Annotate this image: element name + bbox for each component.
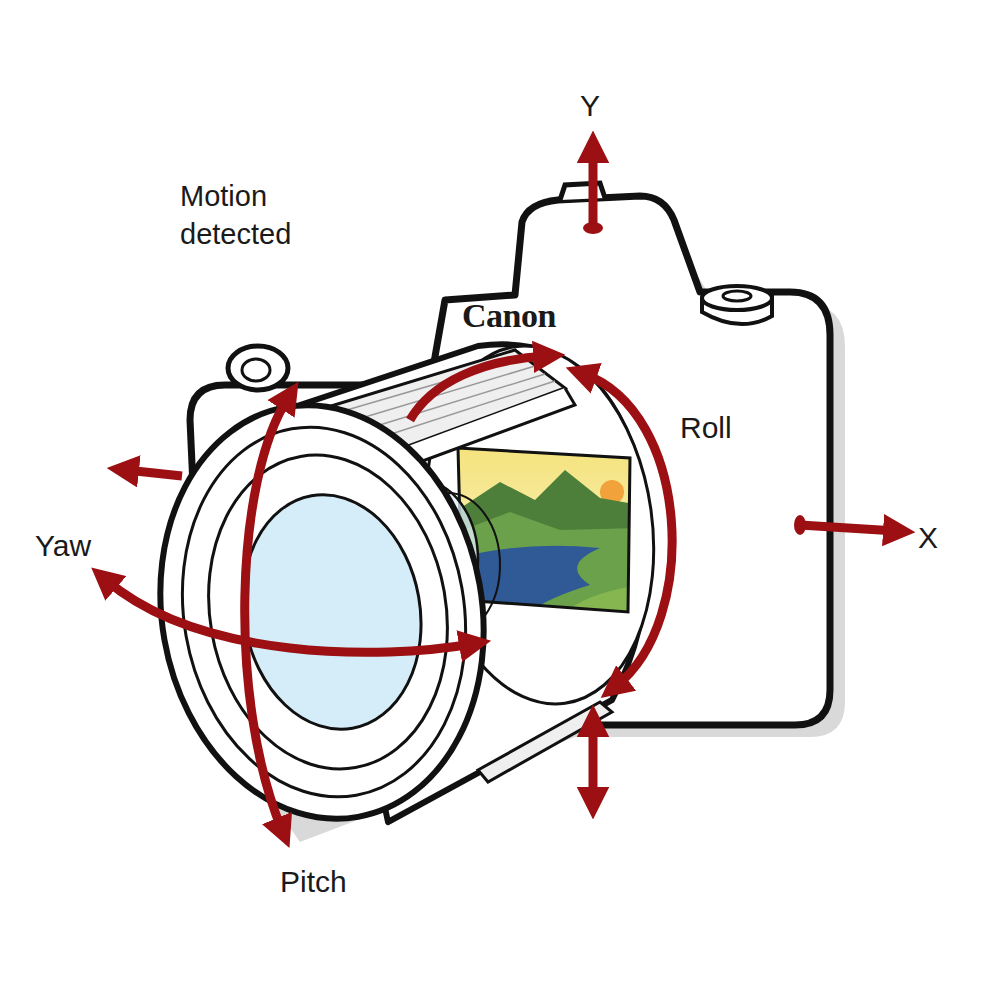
axis-label: X [918,520,938,556]
axis-label: Y [580,88,600,124]
axis-label: Pitch [280,864,347,900]
caption-note: Motion detected [180,178,350,253]
brand-logo: Canon [462,296,556,337]
axis-label: Roll [680,410,732,446]
motion-arrows [106,150,896,830]
axis-label: Yaw [35,528,91,564]
